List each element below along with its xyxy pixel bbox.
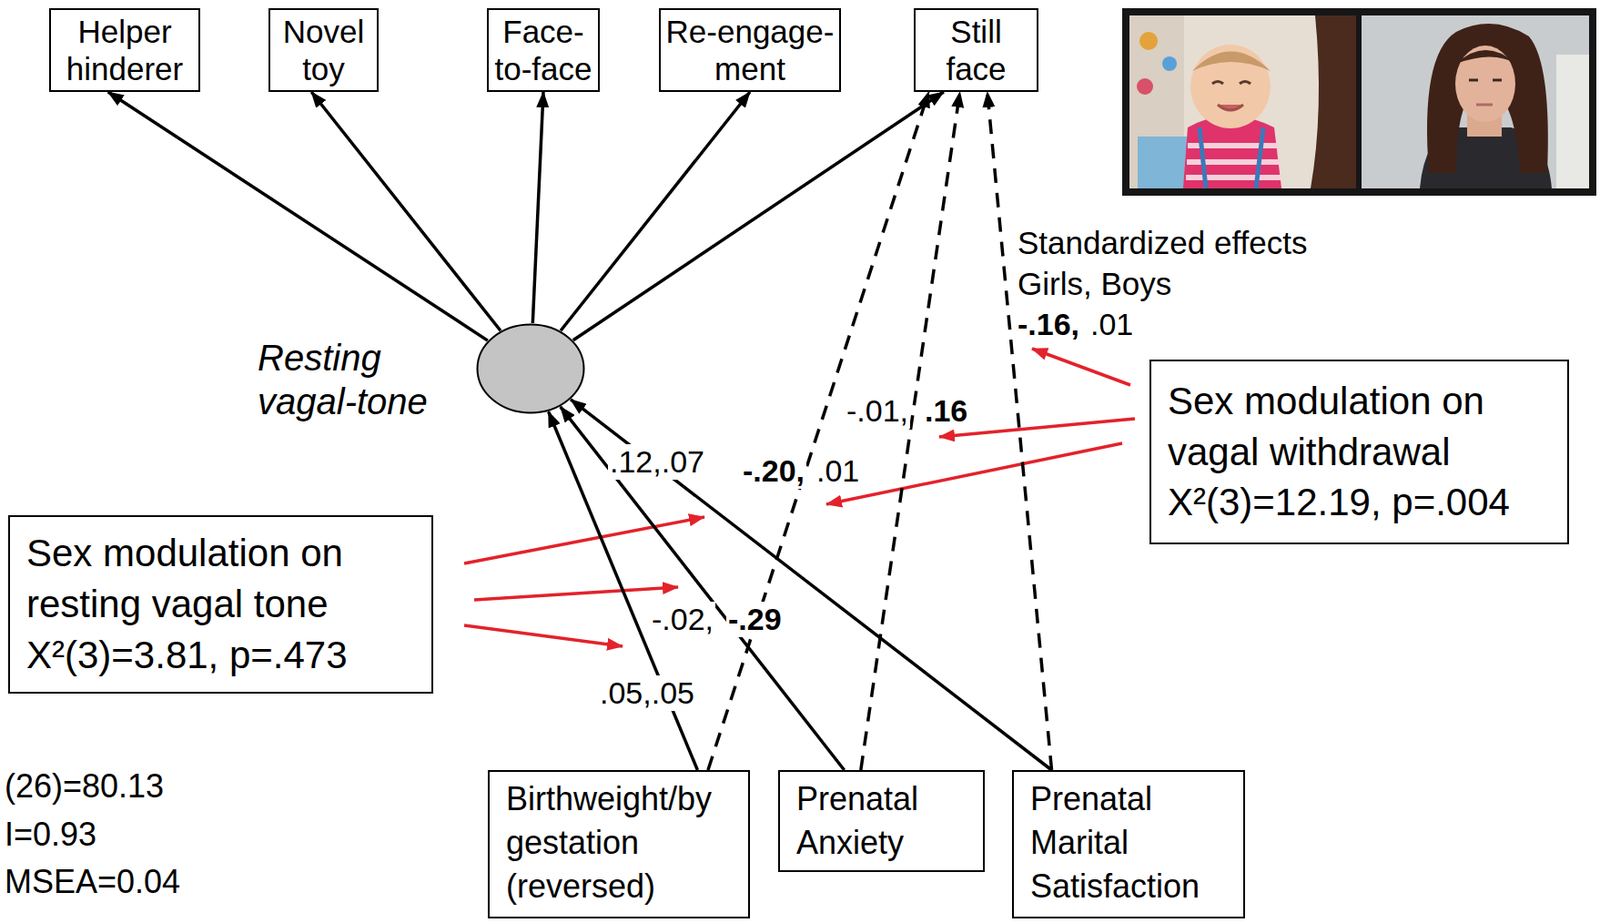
dashed-arrow xyxy=(987,91,1053,770)
effect-value: -.20, xyxy=(740,453,807,489)
modulation-arrow xyxy=(939,418,1135,437)
node-text: Helper hinderer xyxy=(55,12,194,89)
node-text: Sex modulation on vagal withdrawal xyxy=(1167,375,1559,478)
modulation-arrow xyxy=(474,587,679,600)
effect-value: -.16, xyxy=(1015,306,1082,343)
path-arrow xyxy=(532,91,544,324)
mother-eyes xyxy=(1468,79,1502,82)
seat-strap xyxy=(1199,127,1264,189)
infant-face xyxy=(1190,44,1271,129)
modulation-box: Sex modulation on resting vagal toneX²(3… xyxy=(8,515,434,694)
path-arrow xyxy=(573,91,944,341)
modulation-box: Sex modulation on vagal withdrawalX²(3)=… xyxy=(1149,359,1570,545)
mother-hair xyxy=(1427,23,1549,173)
path-arrow xyxy=(560,406,845,770)
photo-frame xyxy=(1122,8,1597,196)
mother-fringe xyxy=(1456,50,1517,64)
node-text: Still face xyxy=(920,12,1033,89)
mother-face xyxy=(1455,45,1516,122)
predictor-box: Prenatal Anxiety xyxy=(778,769,985,872)
predictor-box: Birthweight/by gestation (reversed) xyxy=(487,769,750,919)
test-statistic: X²(3)=12.19, p=.004 xyxy=(1167,476,1559,528)
test-statistic: X²(3)=3.81, p=.473 xyxy=(26,629,423,681)
modulation-arrow xyxy=(1032,348,1131,385)
path-arrow xyxy=(560,91,750,331)
measure-box: Still face xyxy=(913,8,1039,92)
toy-dot xyxy=(1139,31,1158,51)
node-text: Prenatal Anxiety xyxy=(796,777,976,865)
measure-box: Novel toy xyxy=(268,8,379,92)
toy-dot xyxy=(1162,56,1177,71)
group-header: Girls, Boys xyxy=(1015,265,1174,303)
effect-value: .01 xyxy=(1088,306,1135,343)
node-text: Prenatal Marital Satisfaction xyxy=(1030,777,1236,909)
modulation-arrow xyxy=(826,443,1123,505)
effect-value: -.29 xyxy=(726,601,784,638)
circle-outline xyxy=(475,323,586,415)
path-arrow xyxy=(108,91,488,341)
fit-statistic: (26)=80.13 xyxy=(2,767,166,805)
mother-mouth xyxy=(1476,103,1493,107)
node-text: Face-to-face xyxy=(493,12,594,89)
mother-hair-edge xyxy=(1310,15,1357,189)
chair-back xyxy=(1556,54,1590,189)
modulation-arrows xyxy=(464,348,1135,647)
effect-value: .01 xyxy=(814,453,861,489)
infant-eyes xyxy=(1212,81,1251,85)
dashed-arrow xyxy=(708,91,930,770)
effect-value: -.02, xyxy=(649,601,716,638)
toy-dot xyxy=(1136,78,1154,95)
infant-hair xyxy=(1192,51,1271,72)
measure-box: Helper hinderer xyxy=(49,8,201,92)
node-text: Birthweight/by gestation (reversed) xyxy=(506,777,741,909)
latent-ellipse xyxy=(477,324,585,414)
effect-value: .16 xyxy=(922,393,970,429)
effect-value: .12,.07 xyxy=(607,444,707,480)
mother-panel xyxy=(1361,15,1590,189)
dashed-arrow xyxy=(860,91,961,770)
infant-mouth xyxy=(1217,104,1244,111)
path-arrow xyxy=(311,91,501,331)
modulation-arrow xyxy=(464,516,705,564)
node-text: Sex modulation on resting vagal tone xyxy=(26,527,423,630)
node-text: Re-engage-ment xyxy=(665,12,835,89)
path-arrow xyxy=(548,411,699,770)
measure-box: Re-engage-ment xyxy=(658,8,841,92)
effect-value: .05,.05 xyxy=(597,675,697,711)
fit-statistic: I=0.93 xyxy=(2,815,99,853)
video-still xyxy=(1122,8,1597,196)
effect-value: -.01, xyxy=(844,393,911,429)
infant-panel xyxy=(1129,15,1357,189)
predictor-box: Prenatal Marital Satisfaction xyxy=(1012,769,1246,919)
measure-box: Face-to-face xyxy=(486,8,600,92)
modulation-arrow xyxy=(464,625,623,647)
node-text: Resting vagal-tone xyxy=(257,335,449,424)
latent-circle: Resting vagal-tone xyxy=(475,323,586,415)
fit-statistic: MSEA=0.04 xyxy=(2,862,183,901)
effect-header: Standardized effects xyxy=(1015,224,1309,262)
node-text: Novel toy xyxy=(274,12,373,89)
